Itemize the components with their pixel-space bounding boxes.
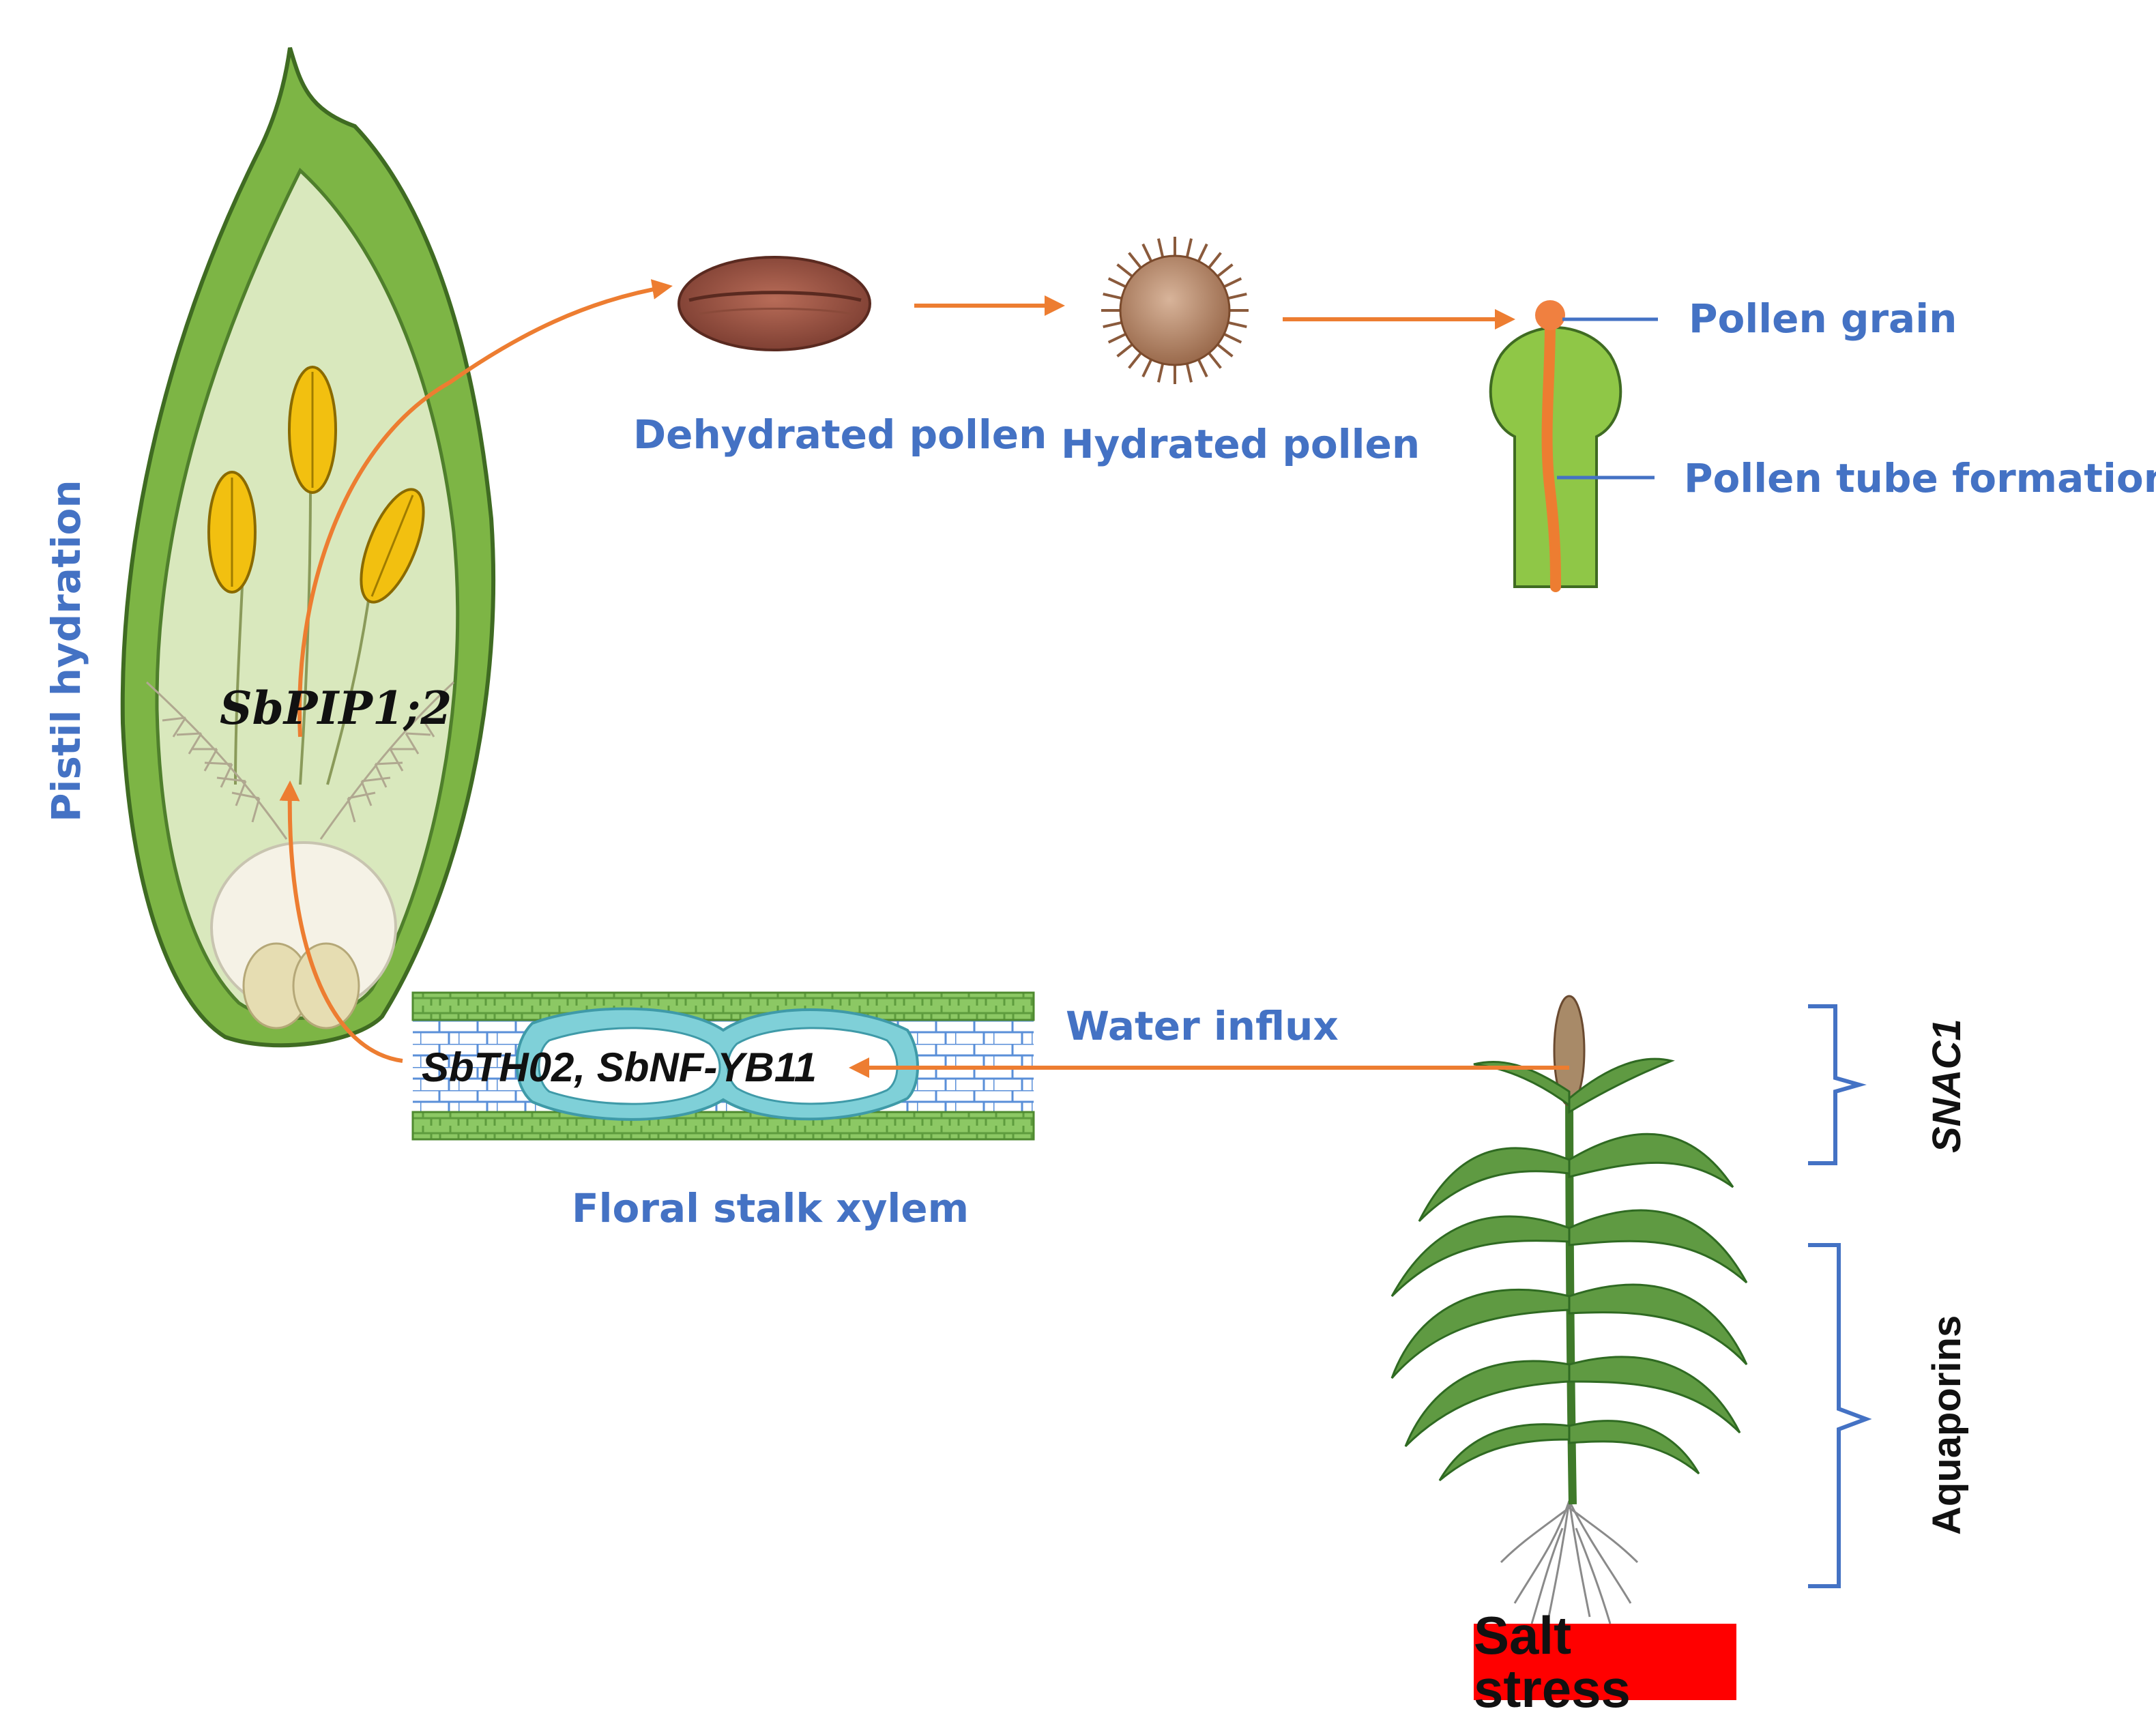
pollen-grain-dot <box>1535 300 1565 330</box>
water-influx-label: Water influx <box>1066 1003 1339 1049</box>
floral-stalk-xylem-label: Floral stalk xylem <box>572 1185 970 1231</box>
stigma-pollen-tube-illustration <box>1489 300 1622 592</box>
hydrated-pollen-illustration <box>1101 237 1249 384</box>
pollen-tube-formation-label: Pollen tube formation <box>1684 455 2156 501</box>
snac1-brace <box>1808 1004 1867 1165</box>
pollen-grain-label: Pollen grain <box>1689 295 1957 342</box>
sbpip1-2-gene-label: SbPIP1;2 <box>220 682 452 735</box>
anther-center <box>288 366 337 494</box>
anther-left <box>207 471 257 594</box>
salt-stress-label: Salt stress <box>1474 1605 1631 1719</box>
dehydrated-pollen-illustration <box>678 256 871 351</box>
salt-stress-box: Salt stress <box>1474 1609 1736 1715</box>
snac1-gene-label: SNAC1 <box>1925 1019 1969 1153</box>
arrow-xylem-to-pistil <box>279 780 403 1063</box>
sorghum-plant-illustration <box>1390 995 1748 1624</box>
feathery-stigma-right <box>319 681 455 840</box>
feathery-stigma-left <box>145 681 288 840</box>
pistil-hydration-label: Pistil hydration <box>43 480 89 822</box>
pistil-illustration <box>120 47 496 1048</box>
aquaporins-brace <box>1808 1243 1872 1588</box>
dehydrated-pollen-label: Dehydrated pollen <box>633 411 1047 458</box>
xylem-genes-label: SbTH02, SbNF-YB11 <box>422 1044 817 1090</box>
hydrated-pollen-label: Hydrated pollen <box>1061 421 1421 467</box>
ovule-right <box>292 942 360 1029</box>
aquaporins-label: Aquaporins <box>1925 1315 1969 1535</box>
pollen-tube <box>1541 319 1561 592</box>
arrow-pistil-to-pollen <box>297 279 673 737</box>
anther-right <box>360 488 425 604</box>
